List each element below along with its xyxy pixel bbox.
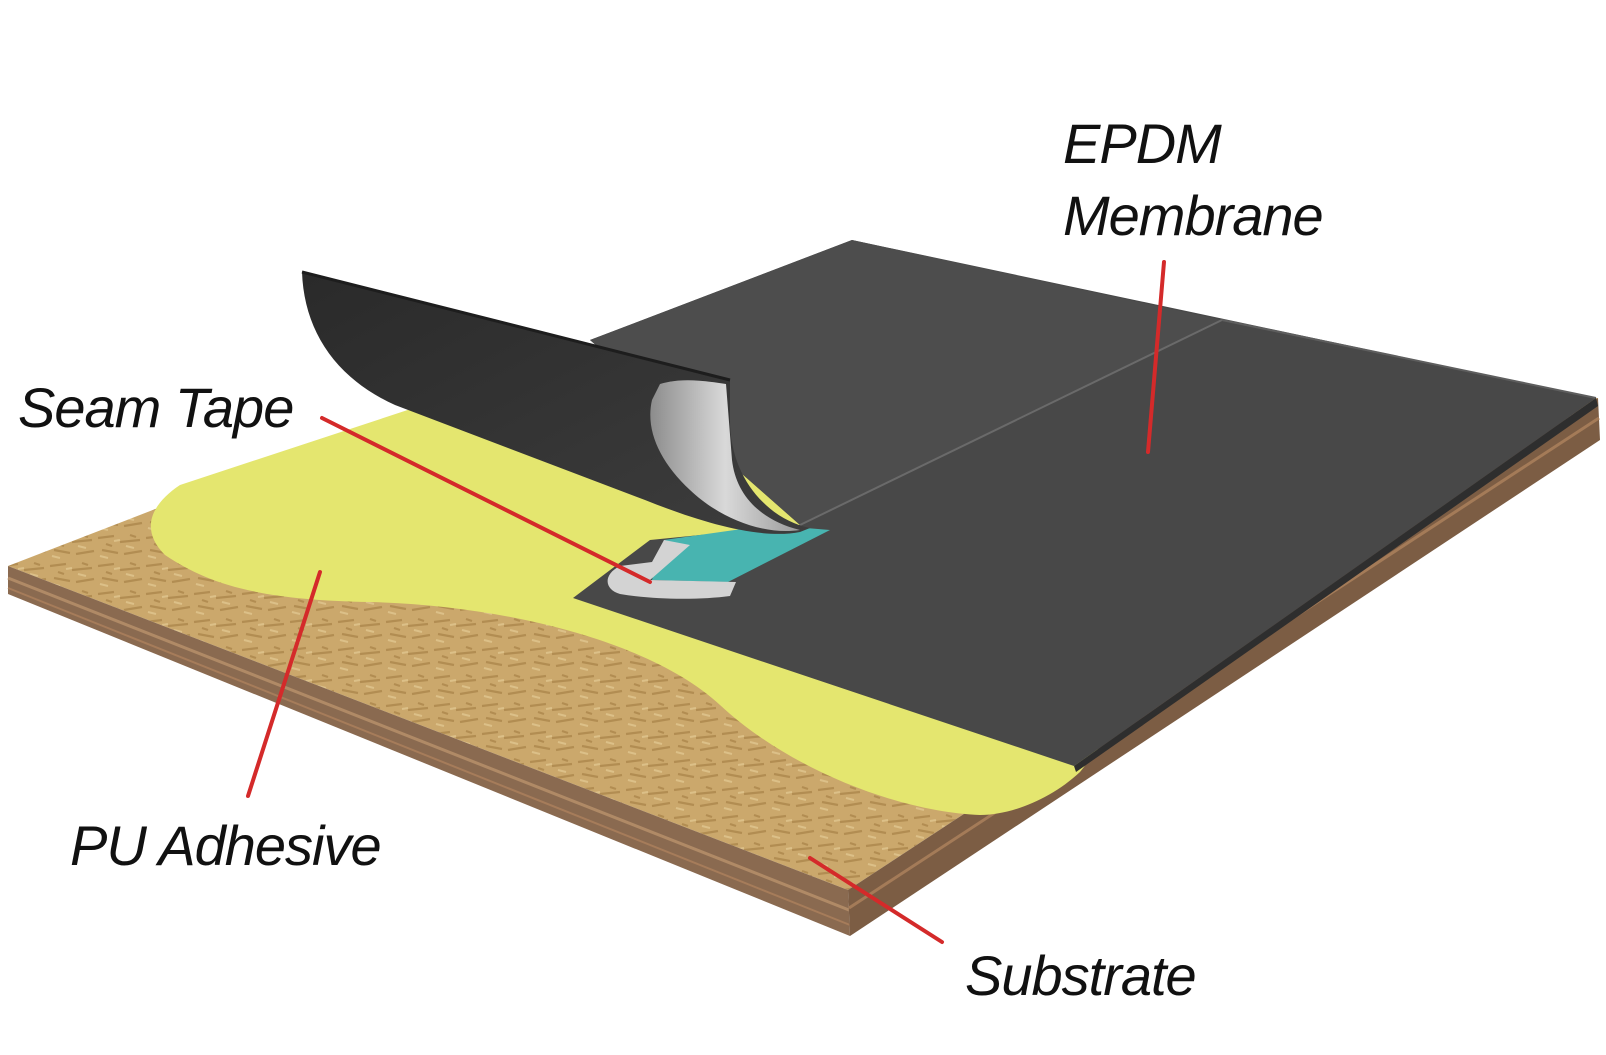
seam-tape-label: Seam Tape [18,376,294,439]
substrate-label: Substrate [965,944,1197,1007]
epdm-label-line2: Membrane [1063,184,1324,247]
leader-lines [246,260,1166,944]
membrane-edge [1074,398,1598,772]
substrate-edge-ply [7,587,851,926]
substrate-leader-line [808,856,944,944]
substrate-front-edge [8,566,850,936]
epdm-label-line1: EPDM [1063,112,1222,175]
seam-tape-strip [652,525,830,582]
pu-adhesive-label: PU Adhesive [70,814,382,877]
membrane-curl-underside [650,380,800,532]
membrane-seam-line [1221,319,1597,399]
membrane-curl-edge [301,270,731,382]
membrane-seam-line [799,319,1223,526]
seam-tape-leader-line [320,416,652,584]
seam-tape-liner [607,540,736,599]
epdm-membrane-upper-panel [590,240,1222,525]
substrate-edge-ply [7,576,850,912]
epdm-membrane-label: EPDM Membrane [1063,108,1324,252]
pu-adhesive-leader-line [246,570,322,798]
epdm-leader-line [1146,260,1166,454]
